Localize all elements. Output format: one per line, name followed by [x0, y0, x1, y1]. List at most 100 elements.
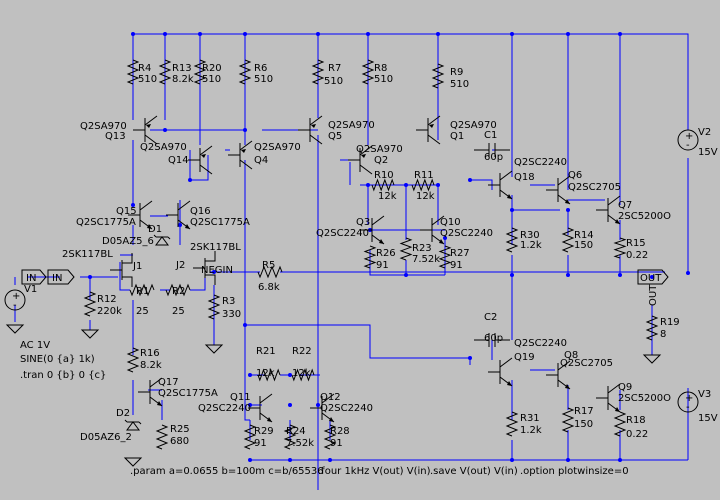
R10-symbol — [371, 178, 395, 192]
Q19-symbol — [488, 357, 513, 387]
label-c1-a: C1 — [484, 130, 497, 141]
label-r29-b: 91 — [254, 438, 267, 449]
Q18-symbol — [488, 170, 513, 200]
IN-flag-1 — [21, 269, 47, 285]
label-q11-a: Q11 — [230, 392, 251, 403]
Q8-symbol — [546, 360, 571, 390]
label-q9-b: 2SC5200O — [618, 393, 671, 404]
Q1-symbol — [416, 115, 441, 145]
label-q19-b: Q19 — [514, 352, 535, 363]
label-q8-a: Q8 — [564, 350, 578, 361]
R26-symbol — [363, 245, 377, 269]
label-q8-b: Q2SC2705 — [560, 358, 613, 369]
label-q5-a: Q2SA970 — [328, 120, 375, 131]
V1-symbol: +- — [4, 289, 26, 311]
R17-symbol — [561, 407, 575, 433]
R20-symbol — [193, 59, 207, 85]
net-label-negin: NEGIN — [201, 265, 233, 276]
label-r12-b: 220k — [97, 306, 122, 317]
label-r27-a: R27 — [450, 248, 470, 259]
R11-symbol — [411, 178, 435, 192]
net-label-in2: IN — [52, 273, 62, 284]
label-q17-b: Q2SC1775A — [158, 388, 218, 399]
label-q13-b: Q13 — [105, 131, 126, 142]
label-r19-a: R19 — [660, 317, 680, 328]
label-v3-b: 15V — [698, 413, 718, 424]
R9-symbol — [431, 63, 445, 89]
R3-symbol — [207, 294, 221, 320]
label-c2-b: 60p — [484, 333, 503, 344]
label-r16-b: 8.2k — [140, 360, 162, 371]
label-r13-b: 8.2k — [172, 74, 194, 85]
label-r22-b: 12k — [292, 368, 311, 379]
label-r31-b: 1.2k — [520, 425, 542, 436]
label-r7-b: 510 — [324, 76, 343, 87]
R13-symbol — [158, 59, 172, 85]
label-r28-b: 91 — [330, 438, 343, 449]
label-d1-a: D1 — [148, 224, 162, 235]
label-q16-b: Q2SC1775A — [190, 217, 250, 228]
label-r18-b: 0.22 — [626, 429, 648, 440]
label-r8-b: 510 — [374, 74, 393, 85]
label-q18-a: Q2SC2240 — [514, 157, 567, 168]
label-r14-a: R14 — [574, 230, 594, 241]
label-r26-b: 91 — [376, 260, 389, 271]
Q9-symbol — [596, 383, 621, 413]
spice-directive-2: .four 1kHz V(out) V(in) — [318, 466, 431, 477]
R25-symbol — [155, 424, 169, 450]
label-d2-b: D05AZ6_2 — [80, 432, 132, 443]
label-r9-a: R9 — [450, 67, 463, 78]
svg-text:+: + — [12, 291, 20, 302]
R6-symbol — [238, 59, 252, 85]
label-q7-b: 2SC5200O — [618, 211, 671, 222]
R5-symbol — [257, 265, 283, 279]
svg-text:-: - — [13, 300, 17, 311]
label-r19-b: 8 — [660, 329, 666, 340]
label-r31-a: R31 — [520, 413, 540, 424]
label-q11-b: Q2SC2240 — [198, 403, 251, 414]
D1-symbol — [153, 234, 171, 246]
label-q2-b: Q2 — [374, 155, 388, 166]
C1-symbol — [474, 143, 510, 157]
label-r10-b: 12k — [378, 191, 397, 202]
R12-symbol — [83, 291, 97, 317]
R16-symbol — [126, 347, 140, 373]
V1-ground — [5, 324, 25, 334]
source-spec-line-2: SINE(0 {a} 1k) — [20, 354, 95, 365]
label-r1-a: R1 — [136, 286, 149, 297]
label-r24-a: R24 — [286, 426, 306, 437]
Q4-symbol — [228, 140, 253, 170]
svg-text:+: + — [685, 131, 693, 142]
R1-symbol — [129, 283, 155, 297]
Q14-symbol — [188, 145, 213, 175]
label-r25-b: 680 — [170, 436, 189, 447]
R4-symbol — [126, 59, 140, 85]
label-r18-a: R18 — [626, 415, 646, 426]
label-q10-a: Q10 — [440, 217, 461, 228]
D2-ground — [123, 457, 143, 467]
label-q19-a: Q2SC2240 — [514, 338, 567, 349]
net-label-out: OUT — [640, 273, 662, 284]
label-r14-b: 150 — [574, 240, 593, 251]
label-r27-b: 91 — [450, 260, 463, 271]
label-r17-a: R17 — [574, 406, 594, 417]
R28-symbol — [323, 424, 337, 450]
components: +-+-+- — [4, 59, 699, 467]
label-c1-b: 60p — [484, 152, 503, 163]
label-r4-a: R4 — [138, 63, 151, 74]
label-r2-a: R2 — [172, 286, 185, 297]
label-q4-a: Q2SA970 — [254, 142, 301, 153]
R2-symbol — [165, 283, 191, 297]
R23-symbol — [399, 237, 413, 261]
R8-symbol — [361, 59, 375, 85]
V2-symbol: +- — [677, 129, 699, 151]
label-r22-a: R22 — [292, 346, 312, 357]
J2-symbol — [193, 251, 216, 285]
R31-symbol — [505, 411, 519, 437]
D2-symbol — [124, 419, 142, 431]
label-r12-a: R12 — [97, 294, 117, 305]
Q17-symbol — [138, 377, 163, 407]
label-q16-a: Q16 — [190, 206, 211, 217]
R29-symbol — [243, 424, 257, 450]
labels: Q2SA970Q13Q15Q2SC1775AQ16Q2SC1775AQ2SA97… — [20, 63, 718, 477]
